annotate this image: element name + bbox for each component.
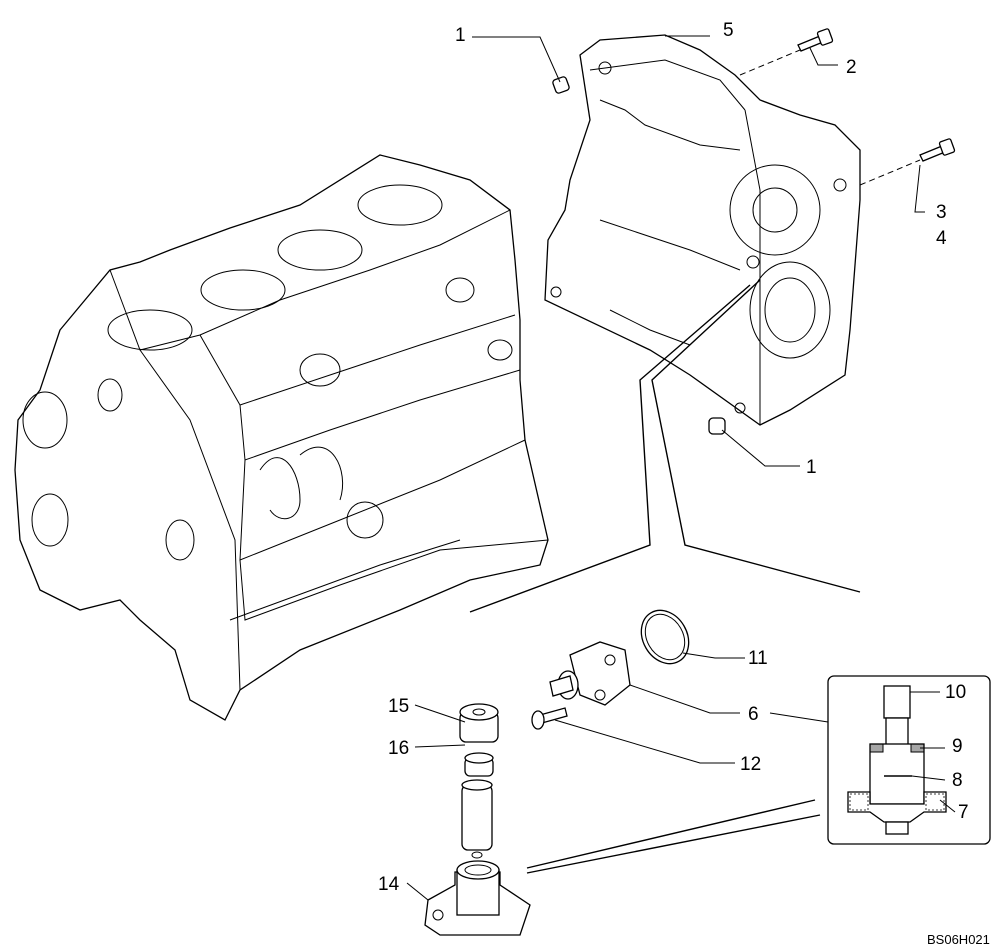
- callout-6: 6: [748, 704, 759, 725]
- bolt-3: [919, 138, 956, 162]
- detail-leader-right: [651, 279, 861, 593]
- bolt-2-axis: [739, 49, 801, 76]
- leader-12: [554, 719, 735, 764]
- leader-16: [414, 744, 466, 748]
- callout-1-lower: 1: [806, 457, 817, 478]
- o-ring: [640, 609, 690, 665]
- leader-6: [629, 684, 740, 714]
- callout-7: 7: [958, 802, 969, 823]
- inset-leader-a: [526, 799, 816, 869]
- callout-12: 12: [740, 754, 761, 775]
- timing-gear-housing: [544, 34, 861, 426]
- leader-11: [682, 652, 745, 659]
- callout-2: 2: [846, 57, 857, 78]
- leader-2: [809, 47, 838, 66]
- leader-15: [414, 704, 466, 723]
- screw-12: [531, 707, 568, 730]
- callout-11: 11: [748, 648, 768, 669]
- tensioner-piston-stack: [424, 703, 531, 936]
- callout-10: 10: [945, 682, 966, 703]
- bolt-3-axis: [859, 159, 921, 186]
- callout-14: 14: [378, 874, 400, 895]
- callout-5: 5: [723, 20, 734, 41]
- drawing-code: BS06H021: [927, 932, 990, 947]
- detail-leader-left: [469, 284, 751, 613]
- inset-leader-b: [526, 814, 821, 874]
- callout-16: 16: [388, 738, 409, 759]
- leader-1a: [472, 36, 561, 83]
- callout-3: 3: [936, 202, 947, 223]
- bolt-2: [797, 28, 834, 52]
- callout-15: 15: [388, 696, 409, 717]
- callout-8: 8: [952, 770, 963, 791]
- plug-upper: [552, 76, 570, 94]
- engine-block: [14, 154, 549, 721]
- callout-1-upper: 1: [455, 25, 466, 46]
- callout-9: 9: [952, 736, 963, 757]
- leader-6-inset: [769, 712, 829, 723]
- leader-14: [406, 882, 429, 901]
- leader-1b: [721, 429, 800, 467]
- callout-4: 4: [936, 228, 947, 249]
- detail-inset: [827, 675, 991, 845]
- leader-3: [914, 164, 925, 213]
- tensioner-assembly: [549, 641, 631, 706]
- plug-lower: [708, 417, 726, 435]
